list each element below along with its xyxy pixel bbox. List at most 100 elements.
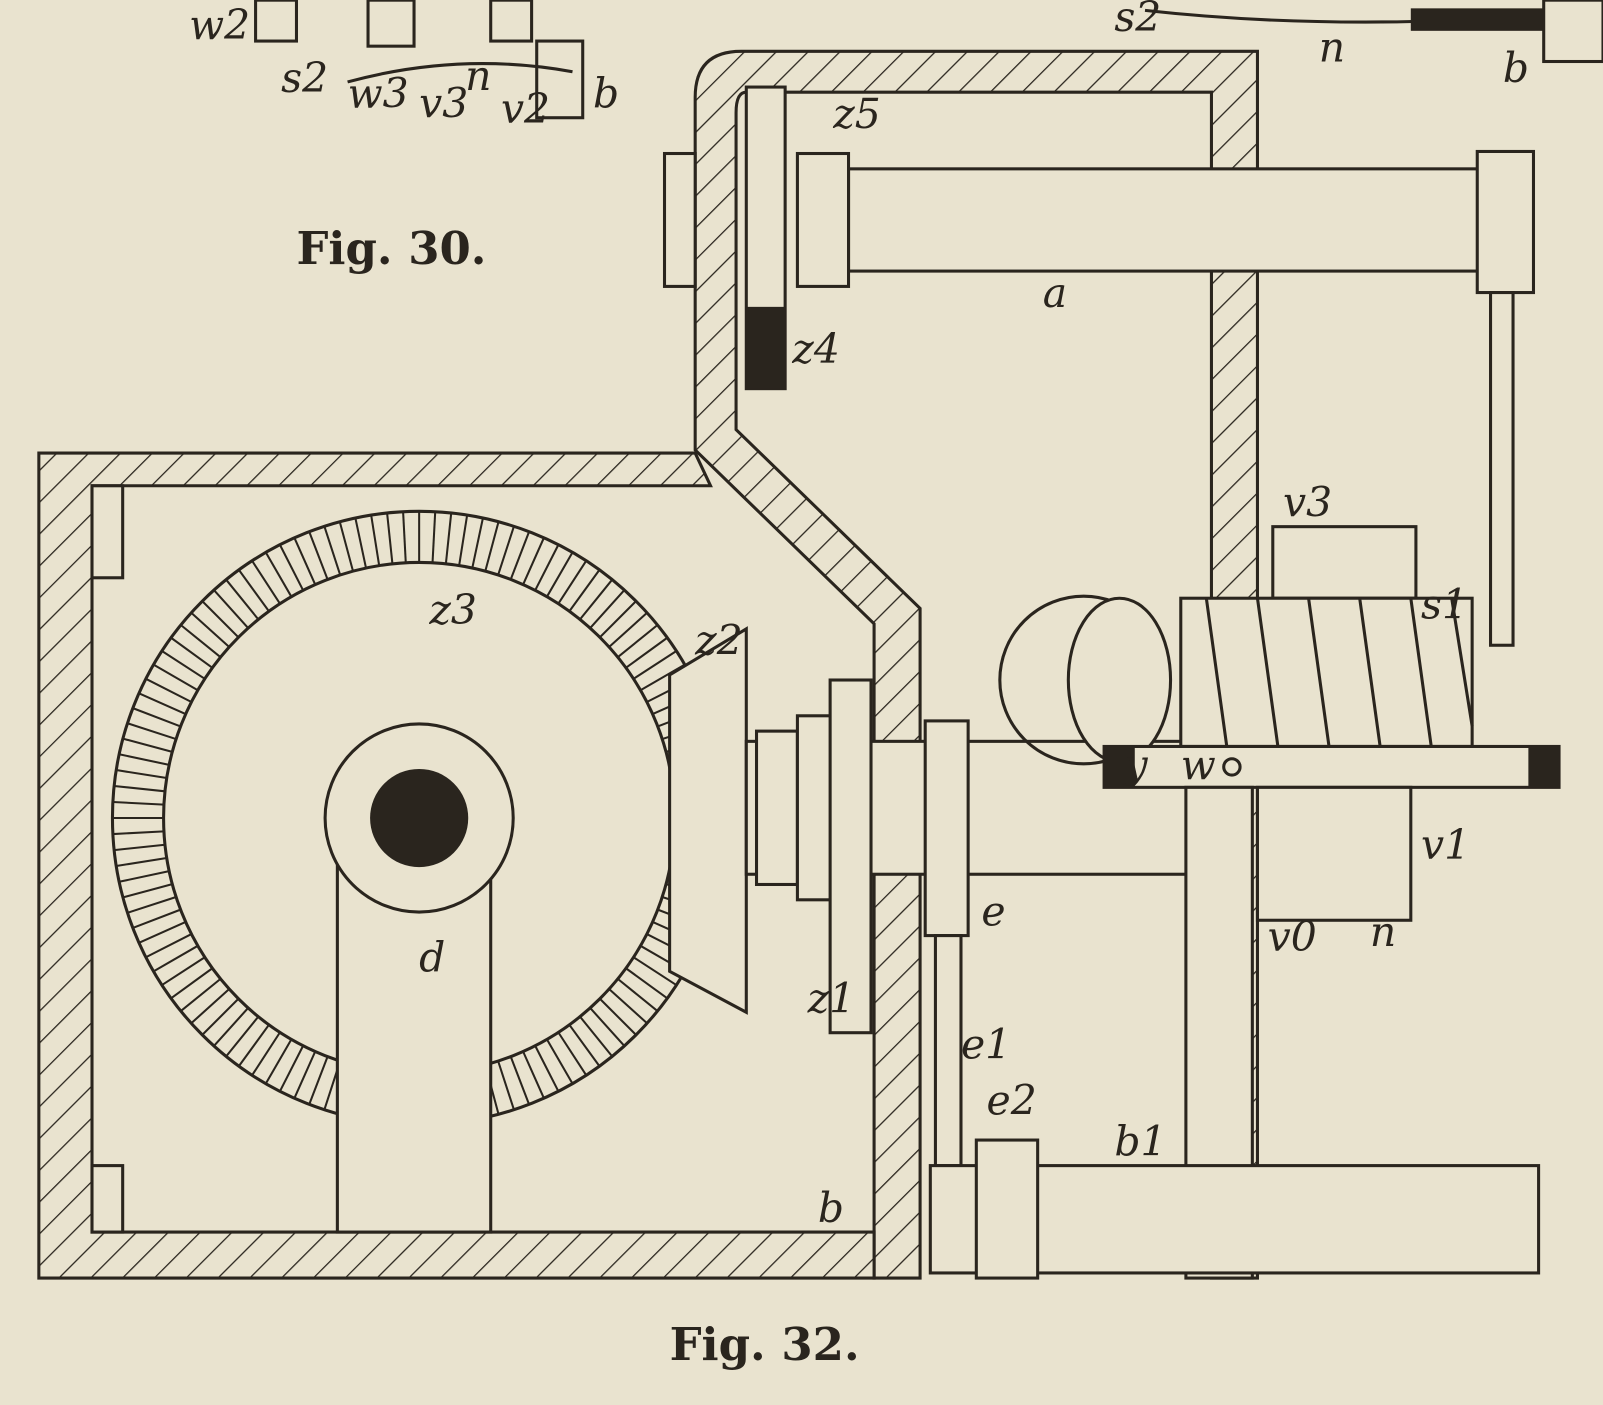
crank-arm [1489, 291, 1515, 647]
label-z5: z5 [832, 90, 881, 138]
gear-tooth [568, 1024, 601, 1067]
gear-tooth [127, 896, 177, 914]
gear-tooth [279, 1045, 305, 1092]
gear-tooth [238, 1024, 270, 1067]
ring-gear-z3 [110, 509, 728, 1234]
gear-tooth [402, 511, 407, 563]
gear-tooth [444, 512, 453, 564]
label-z1: z1 [807, 974, 856, 1022]
gear-tooth [509, 1056, 531, 1105]
gear-tooth [568, 569, 601, 612]
label-n: n [465, 52, 491, 100]
gear-tooth [589, 589, 626, 629]
gear-tooth [251, 1031, 281, 1076]
gear-tooth [431, 511, 437, 563]
gear-tooth [238, 569, 270, 612]
ring-clutch-inner [1066, 596, 1173, 764]
label-d: d [419, 933, 445, 981]
label-e1: e1 [961, 1020, 1011, 1068]
label-v1: v1 [1421, 821, 1470, 869]
gear-tooth [589, 1007, 626, 1047]
gear-tooth [132, 908, 181, 929]
label-v3-main: v3 [1283, 478, 1332, 526]
gear-tooth [522, 1051, 545, 1099]
gear-tooth [225, 579, 260, 621]
worm-s1 [1179, 596, 1474, 748]
collar [795, 714, 835, 902]
label-v0: v0 [1268, 913, 1317, 961]
bearing [662, 151, 697, 288]
gear-tooth [323, 526, 342, 576]
label-z4: z4 [791, 325, 840, 373]
gear-tooth [546, 1038, 574, 1085]
gear-tooth [534, 1045, 560, 1092]
gear-tooth [632, 650, 677, 680]
gear-tooth [122, 737, 173, 753]
gear-tooth [180, 978, 222, 1012]
gear-e2 [974, 1138, 1040, 1280]
gear-tooth [145, 933, 192, 959]
label-w2: w2 [189, 1, 250, 49]
caption-fig30: Fig. 30. [296, 222, 486, 275]
gear-v1 [1255, 785, 1413, 922]
gear-tooth [557, 1031, 588, 1076]
gear-z5 [795, 151, 851, 288]
block-v3 [1271, 525, 1418, 600]
shaft-a [846, 167, 1495, 273]
gear-tooth [112, 800, 164, 806]
gear-tooth [153, 663, 199, 692]
gear-tooth [608, 612, 648, 648]
gear-tooth [370, 514, 381, 566]
gear-tooth [617, 978, 659, 1012]
gear-tooth [625, 967, 668, 1000]
collar [754, 729, 799, 887]
gear-tooth [127, 722, 177, 741]
bar-end [1528, 746, 1560, 788]
label-b1: b1 [1114, 1117, 1166, 1165]
housing-corner [90, 1164, 125, 1234]
label-w3: w3 [348, 70, 409, 118]
label-v3: v3 [419, 80, 468, 128]
label-z3: z3 [428, 586, 477, 634]
gear-e [923, 719, 970, 938]
gear-tooth [132, 707, 181, 728]
gear-tooth [386, 512, 394, 564]
gear-tooth [116, 856, 167, 868]
bar-end [1104, 746, 1135, 788]
gear-tooth [579, 579, 613, 621]
label-w: w [1181, 741, 1216, 789]
gear-tooth [118, 753, 170, 766]
gear-tooth [625, 636, 668, 669]
label-b: b [593, 70, 619, 118]
gear-tooth [170, 967, 213, 1000]
axle-hole [370, 768, 469, 868]
gear-tooth [138, 692, 187, 716]
gear-tooth [617, 624, 659, 658]
gear-tooth [599, 998, 637, 1036]
gear-tooth [213, 589, 249, 629]
gear-tooth [114, 843, 166, 852]
gear-tooth [251, 560, 281, 605]
gear-tooth [161, 650, 206, 680]
gear-tooth [458, 514, 469, 566]
gear-tooth [338, 521, 354, 572]
label-s2-right: s2 [1114, 0, 1161, 41]
gear-tooth [161, 956, 206, 986]
gear-tooth [225, 1016, 260, 1058]
fig-top-right-partial [1144, 0, 1603, 64]
label-n-right: n [1319, 24, 1345, 72]
label-s2: s2 [281, 54, 328, 102]
label-n-main: n [1370, 908, 1396, 956]
gear-tooth [264, 1038, 293, 1085]
spur-gear-z1 [828, 678, 873, 1035]
gear-tooth [632, 956, 677, 986]
part-labels: w2 s2 w3 v3 n v2 b s2 n b z5 z4 a v3 s1 … [189, 0, 1529, 1232]
gear-tooth [201, 600, 240, 639]
gear-tooth [608, 988, 648, 1025]
fig30-partial-gears [254, 0, 585, 120]
gear-tooth [497, 526, 515, 576]
label-v2: v2 [501, 85, 550, 133]
gear-tooth [579, 1016, 613, 1058]
gear-tooth [354, 517, 368, 569]
crank-hub [1475, 149, 1536, 295]
